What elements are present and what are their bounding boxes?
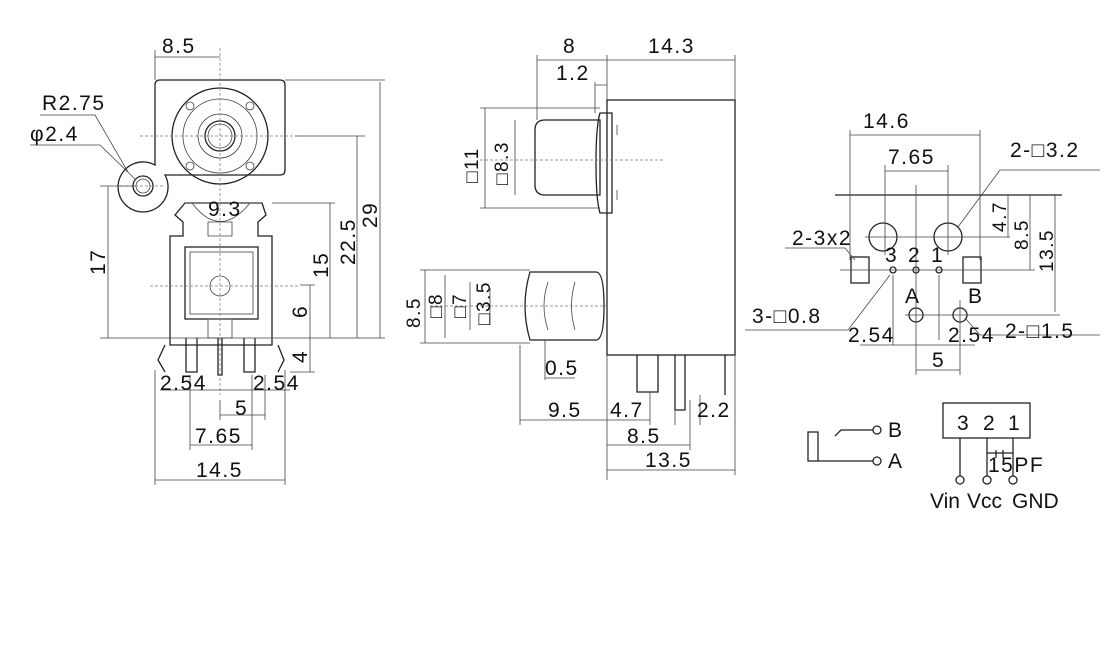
switch-terminal-a: A xyxy=(888,450,904,473)
side-view: 8 14.3 1.2 □11 □8.3 8.5 □8 □7 □3.5 0.5 9… xyxy=(404,35,736,480)
dim-label: 14.6 xyxy=(863,110,910,133)
dim-label: 8.5 xyxy=(404,297,425,328)
dim-label: R2.75 xyxy=(42,92,106,115)
dim-label: 4.7 xyxy=(610,399,644,422)
dim-label: 13.5 xyxy=(645,449,692,472)
pin-label: B xyxy=(968,285,984,308)
pin-label: 1 xyxy=(931,244,944,267)
dim-label: 6 xyxy=(289,305,312,318)
capacitor-label: 15PF xyxy=(988,454,1044,477)
pin-label: 2 xyxy=(983,412,996,435)
dim-label: □3.5 xyxy=(474,281,495,325)
output-label: Vin xyxy=(930,490,960,513)
dim-label: φ2.4 xyxy=(30,123,79,146)
dim-label: 2.54 xyxy=(848,324,895,347)
pin-label: 3 xyxy=(957,412,970,435)
pin-label: 3 xyxy=(885,244,898,267)
dim-label: 8.5 xyxy=(627,425,661,448)
pcb-layout: 14.6 7.65 2-□3.2 2-3x2 4.7 8.5 13.5 3 2 … xyxy=(745,110,1100,375)
dim-label: 14.5 xyxy=(196,459,243,482)
output-label: GND xyxy=(1012,490,1059,513)
dim-label: 22.5 xyxy=(337,218,360,265)
switch-schematic: B A xyxy=(807,419,904,473)
dim-label: 1.2 xyxy=(556,62,590,85)
dim-label: 5 xyxy=(235,397,248,420)
dim-label: □7 xyxy=(450,293,471,318)
dim-label: 2-3x2 xyxy=(792,227,852,250)
dim-label: 14.3 xyxy=(648,35,695,58)
dim-label: 13.5 xyxy=(1037,229,1058,272)
switch-terminal-b: B xyxy=(888,419,904,442)
dim-label: 9.3 xyxy=(208,198,242,221)
dim-label: 15 xyxy=(310,252,333,278)
pin-label: 2 xyxy=(908,244,921,267)
dim-label: 2-□3.2 xyxy=(1010,139,1080,162)
dim-label: 17 xyxy=(87,249,110,275)
pin-label: A xyxy=(905,285,921,308)
dim-label: 9.5 xyxy=(548,399,582,422)
dim-label: 8.5 xyxy=(162,35,196,58)
dim-label: 4.7 xyxy=(990,201,1011,232)
dim-label: □8.3 xyxy=(492,141,513,185)
dim-label: 2.54 xyxy=(253,372,300,395)
dim-label: 7.65 xyxy=(888,146,935,169)
dim-label: 8.5 xyxy=(1012,219,1033,250)
pin-label: 1 xyxy=(1008,412,1021,435)
dim-label: 7.65 xyxy=(195,425,242,448)
dim-label: 2.2 xyxy=(697,399,731,422)
dim-label: 5 xyxy=(932,349,945,372)
dim-label: 3-□0.8 xyxy=(752,305,822,328)
front-view: 8.5 R2.75 φ2.4 9.3 17 15 22.5 29 6 4 2.5… xyxy=(30,35,385,485)
dim-label: 29 xyxy=(359,202,382,228)
dim-label: □11 xyxy=(462,147,483,183)
dim-label: 2.54 xyxy=(948,324,995,347)
output-label: Vcc xyxy=(967,490,1002,513)
dim-label: 2-□1.5 xyxy=(1005,320,1075,343)
dim-label: 2.54 xyxy=(160,372,207,395)
pin-schematic: 3 2 1 15PF Vin Vcc GND xyxy=(930,402,1059,513)
dim-label: 4 xyxy=(289,350,312,363)
dim-label: 8 xyxy=(563,35,576,58)
dim-label: □8 xyxy=(426,293,447,318)
dim-label: 0.5 xyxy=(545,357,579,380)
